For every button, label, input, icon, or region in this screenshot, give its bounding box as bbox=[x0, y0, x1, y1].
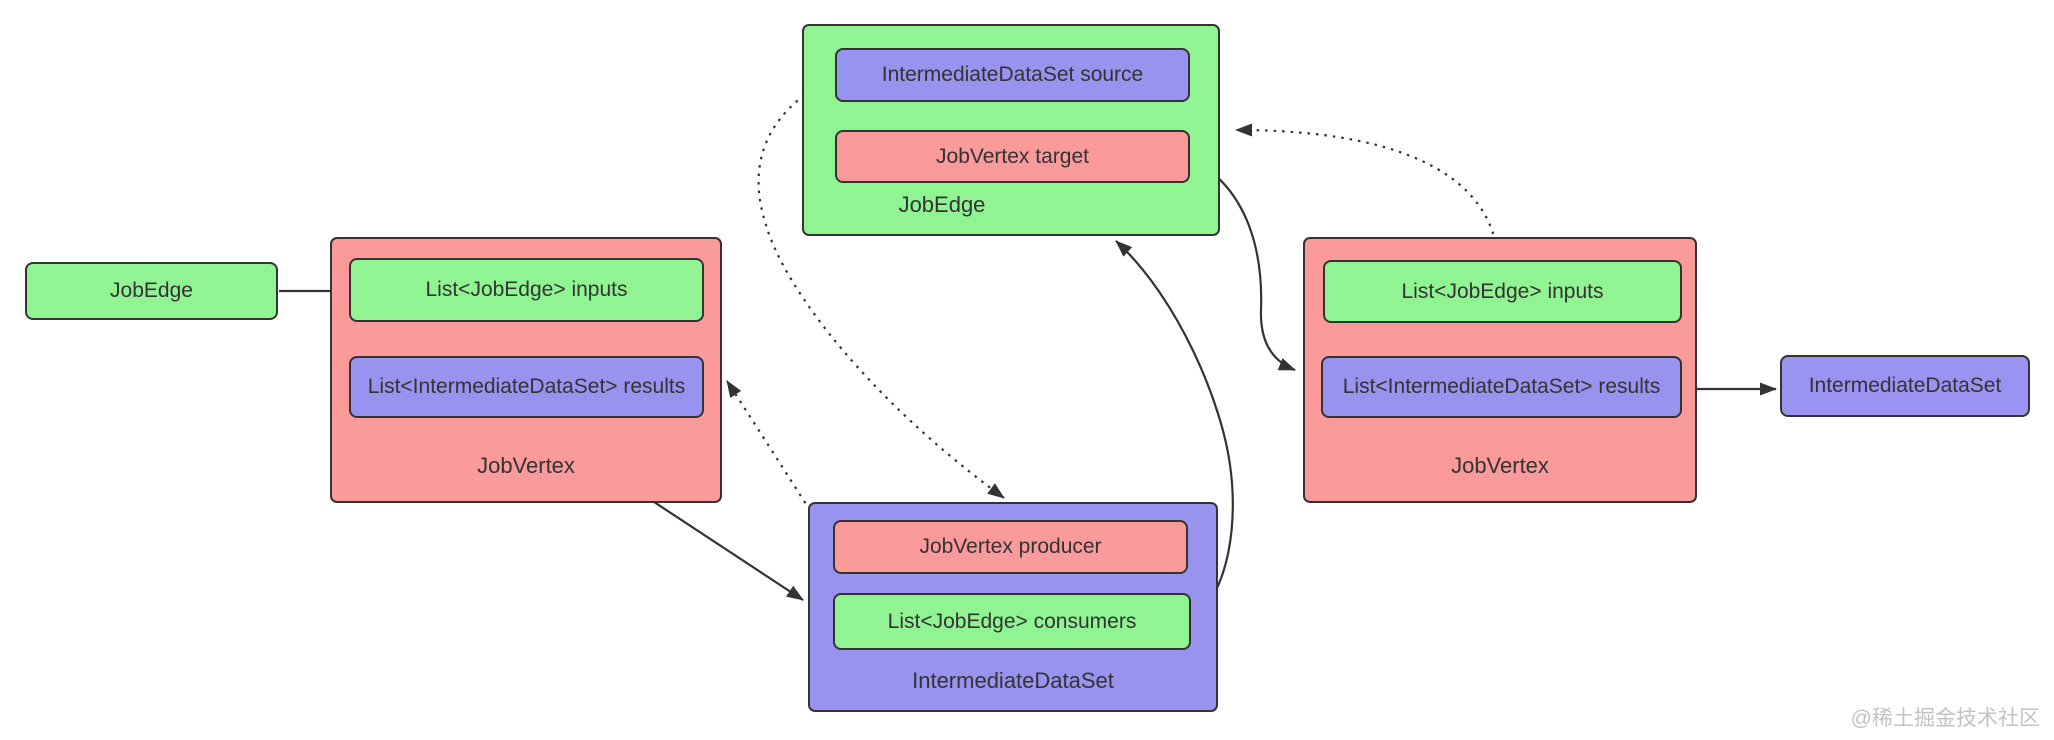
field-producer: JobVertex producer bbox=[833, 520, 1188, 574]
watermark: @稀土掘金技术社区 bbox=[1850, 707, 2040, 730]
node-jobedge-simple: JobEdge bbox=[25, 262, 278, 320]
field-results-right: List<IntermediateDataSet> results bbox=[1321, 356, 1682, 418]
field-consumers: List<JobEdge> consumers bbox=[833, 593, 1191, 650]
field-target: JobVertex target bbox=[835, 130, 1190, 183]
field-inputs-left: List<JobEdge> inputs bbox=[349, 258, 704, 322]
label-intermediatedataset: IntermediateDataSet bbox=[912, 668, 1114, 693]
field-results-left: List<IntermediateDataSet> results bbox=[349, 356, 704, 418]
label-jobvertex-right: JobVertex bbox=[1451, 453, 1549, 478]
label-jobvertex-left: JobVertex bbox=[477, 453, 575, 478]
node-intermediatedataset-simple: IntermediateDataSet bbox=[1780, 355, 2030, 417]
field-source: IntermediateDataSet source bbox=[835, 48, 1190, 102]
label-jobedge-top: JobEdge bbox=[898, 192, 986, 217]
field-inputs-right: List<JobEdge> inputs bbox=[1323, 260, 1682, 323]
